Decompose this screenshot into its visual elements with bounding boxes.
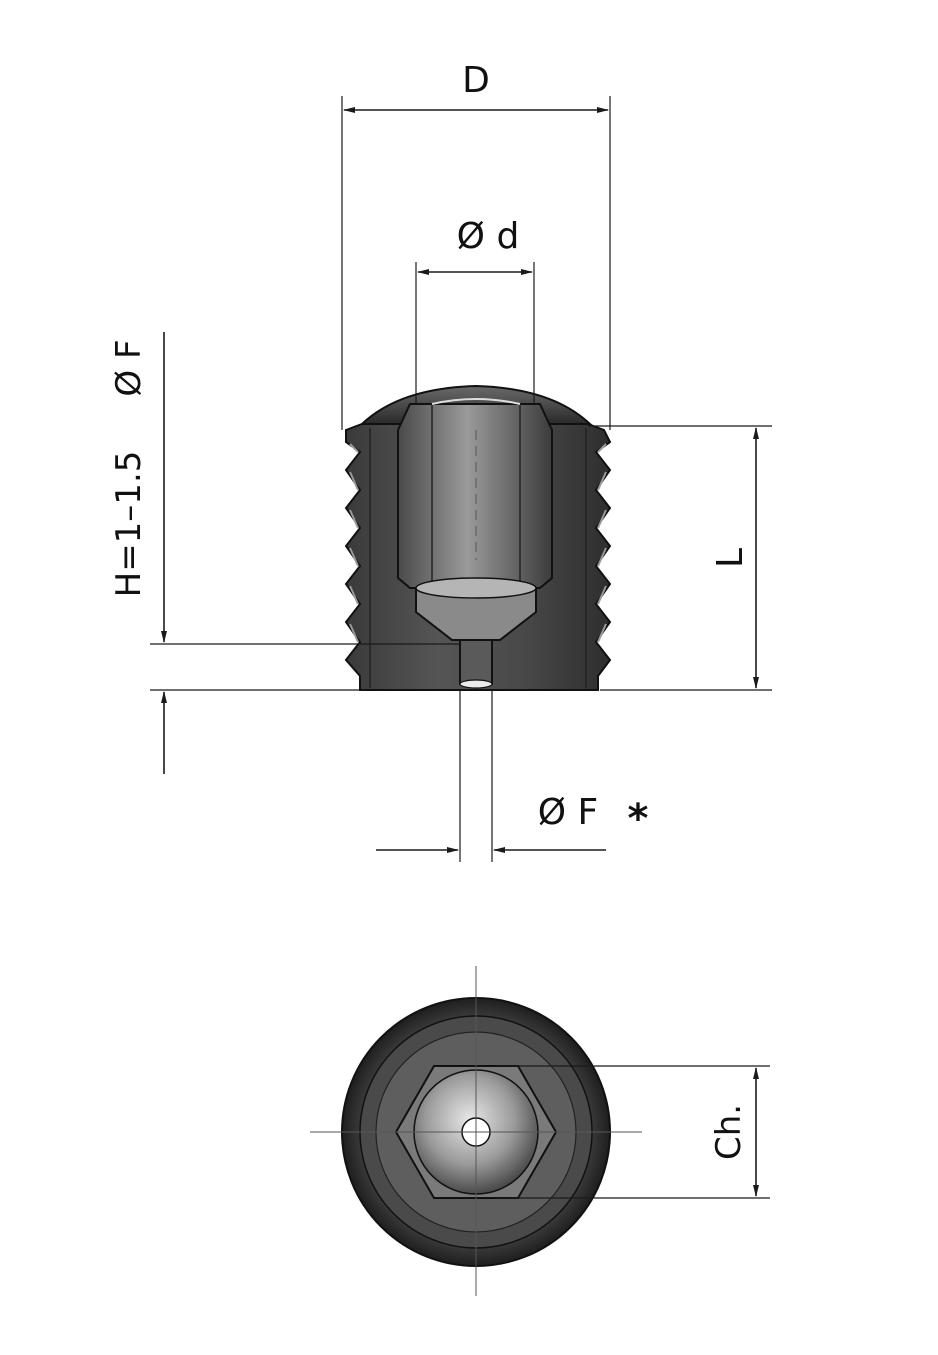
dimension-d: Ø d [415,216,535,404]
label-d: Ø d [457,216,520,257]
top-view: Ch. [310,966,770,1296]
thread-crests-left [349,443,359,643]
label-F-star: * [628,796,649,842]
dimension-Ch: Ch. [496,1065,770,1199]
dimension-H: H=1–1.5 Ø F [109,332,460,774]
socket-cavity [397,403,553,589]
hex-socket [397,398,553,689]
dimension-L: L [588,425,772,691]
dimension-D: D [341,60,611,430]
label-F-bottom: Ø F [538,792,599,833]
thread-crests-right [597,443,607,643]
label-D: D [462,60,490,101]
dimension-F-bottom: Ø F * [376,690,649,862]
label-F-left: Ø F [109,339,149,396]
label-Ch: Ch. [709,1104,749,1160]
label-H: H=1–1.5 [109,451,149,598]
nozzle-hole [459,639,493,685]
label-L: L [710,548,751,568]
side-view: D Ø d L H=1–1.5 Ø F [109,60,772,862]
